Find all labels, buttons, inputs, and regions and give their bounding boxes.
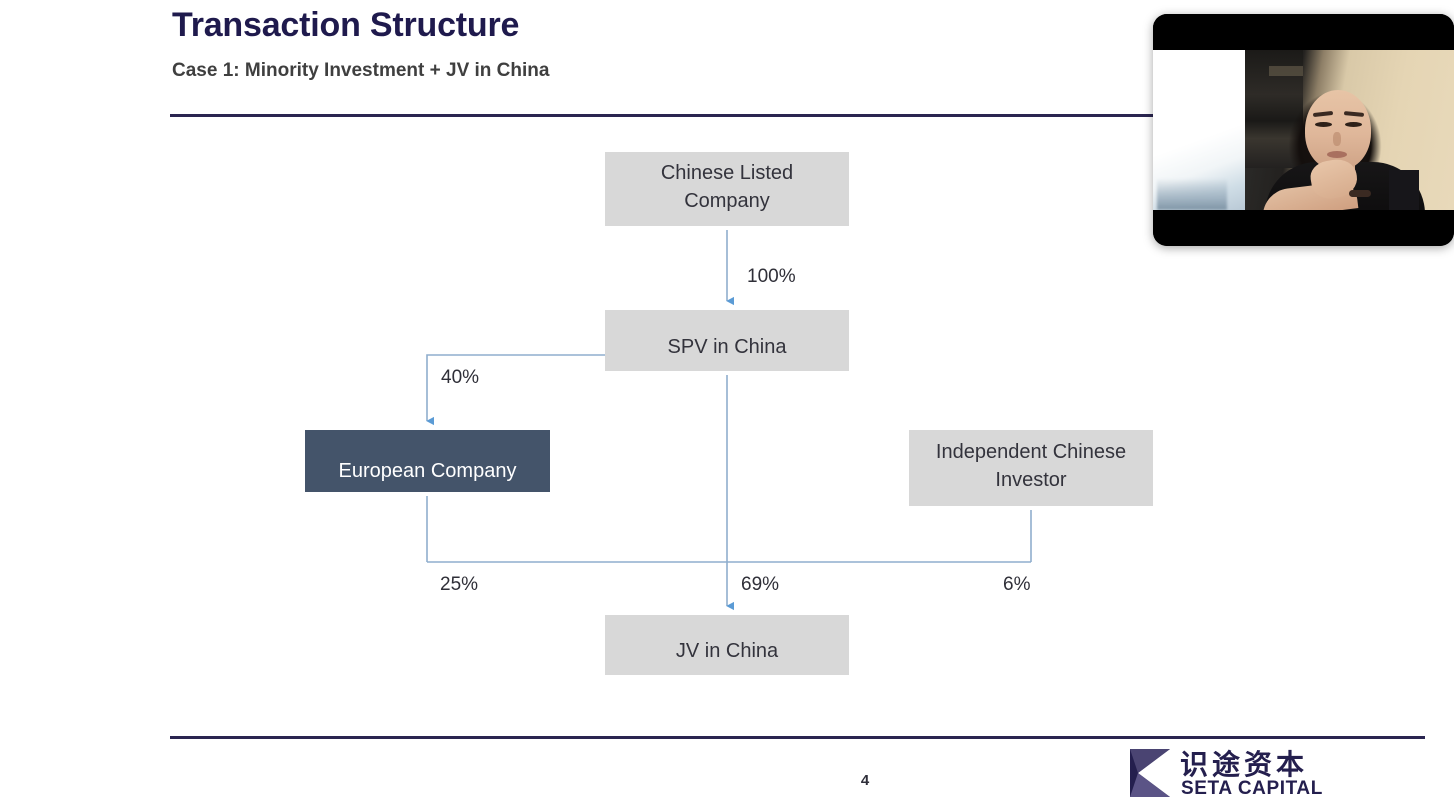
page-number: 4 xyxy=(860,772,870,789)
video-person-mouth xyxy=(1327,151,1347,158)
header-divider xyxy=(170,114,1430,117)
transaction-structure-diagram: Chinese Listed Company SPV in China Euro… xyxy=(305,152,1153,675)
node-independent-chinese-investor[interactable]: Independent Chinese Investor xyxy=(909,430,1153,506)
video-person-eye-right xyxy=(1345,122,1362,127)
video-person-eye-left xyxy=(1315,122,1332,127)
video-person-wristband xyxy=(1349,190,1371,197)
edge-label-european-to-jv: 25% xyxy=(440,574,479,595)
node-label-line2: Investor xyxy=(995,469,1067,491)
hourglass-logo-icon xyxy=(1130,749,1170,797)
presenter-video-overlay[interactable] xyxy=(1153,14,1454,246)
video-shelf-item xyxy=(1269,66,1303,76)
video-person-face xyxy=(1305,90,1371,170)
logo-chinese-text: 识途资本 xyxy=(1180,748,1309,781)
node-label-line1: Independent Chinese xyxy=(935,441,1127,464)
video-letterbox-top xyxy=(1153,14,1454,50)
node-european-company[interactable]: European Company xyxy=(305,430,550,492)
edge-label-investor-to-jv: 6% xyxy=(1003,574,1031,595)
footer-divider xyxy=(170,736,1425,739)
page-subtitle: Case 1: Minority Investment + JV in Chin… xyxy=(172,60,550,81)
node-label: European Company xyxy=(338,460,517,483)
node-label: JV in China xyxy=(675,640,779,663)
edge-label-listed-to-spv: 100% xyxy=(747,266,796,287)
node-label-line2: Company xyxy=(684,190,770,212)
node-chinese-listed-company[interactable]: Chinese Listed Company xyxy=(605,152,849,226)
edge-label-spv-to-european: 40% xyxy=(441,367,480,388)
node-jv-in-china[interactable]: JV in China xyxy=(605,615,849,675)
node-label-line1: Chinese Listed xyxy=(660,162,794,185)
video-frame xyxy=(1153,50,1454,210)
page-title: Transaction Structure xyxy=(172,6,520,44)
node-label: SPV in China xyxy=(667,335,787,358)
logo-english-text: SETA CAPITAL xyxy=(1181,778,1323,799)
seta-capital-logo: 识途资本 SETA CAPITAL xyxy=(1128,745,1322,803)
connector-lines xyxy=(426,230,1032,611)
node-spv-in-china[interactable]: SPV in China xyxy=(605,310,849,371)
video-person-nose xyxy=(1333,132,1341,146)
video-city-view xyxy=(1157,178,1227,210)
video-letterbox-bottom xyxy=(1153,210,1454,246)
edge-label-spv-to-jv: 69% xyxy=(741,574,780,595)
video-chair-edge xyxy=(1389,170,1419,210)
